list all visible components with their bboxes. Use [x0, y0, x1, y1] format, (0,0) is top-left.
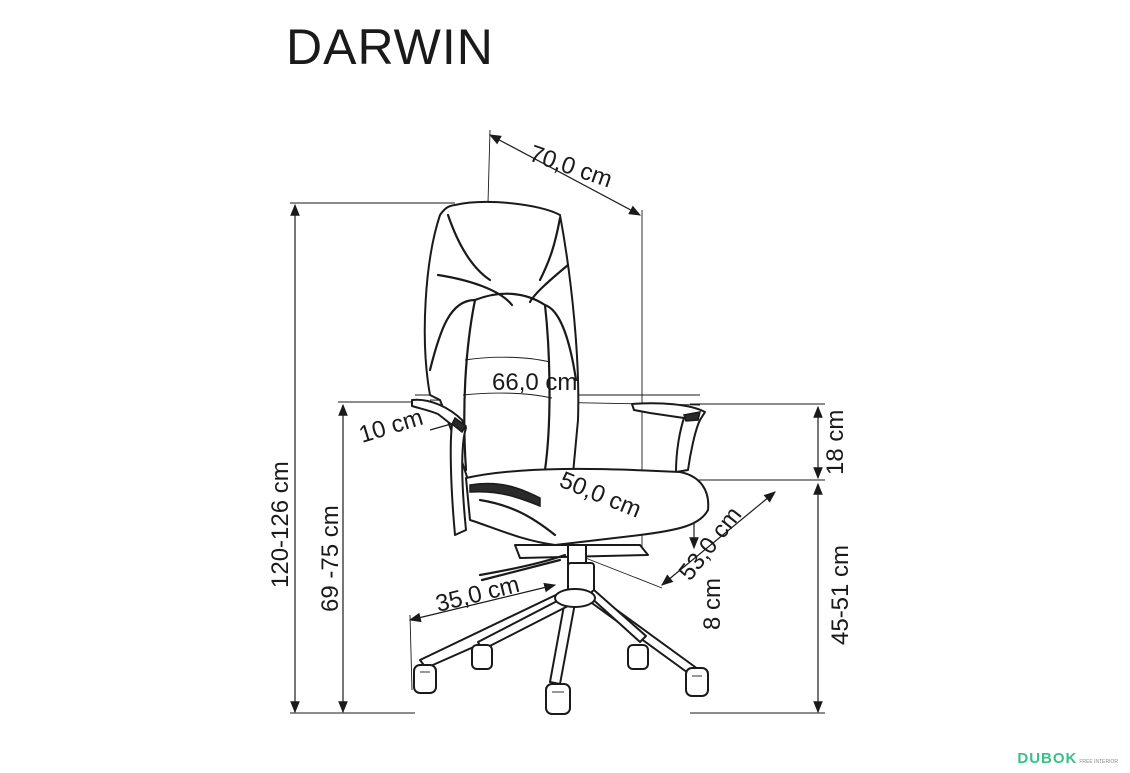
seat-thickness-label: 8 cm [699, 578, 726, 630]
total-height-dimension [290, 202, 455, 714]
caster-front-left [413, 664, 437, 694]
arm-height-label: 69 -75 cm [317, 505, 344, 612]
caster-front-right [685, 667, 709, 697]
seat-height-dimension [690, 482, 825, 714]
caster-back-left [471, 644, 493, 670]
base-radius-dimension [408, 582, 557, 691]
seat-width-label: 66,0 cm [492, 369, 577, 396]
base-radius-label: 35,0 cm [433, 571, 522, 618]
depth-label: 70,0 cm [526, 140, 616, 193]
arm-above-seat-dimension [690, 403, 825, 481]
caster-front [545, 683, 571, 715]
seat-height-label: 45-51 cm [827, 545, 854, 645]
total-height-label: 120-126 cm [267, 461, 294, 588]
arm-above-seat-label: 18 cm [822, 410, 849, 475]
product-title: DARWIN [286, 19, 494, 75]
caster-back-right [627, 644, 649, 670]
chair-outline [411, 201, 710, 715]
watermark-brand: DUBOK [1017, 750, 1078, 767]
arm-height-dimension [338, 401, 415, 714]
watermark-tagline: FREE INTERIOR [1079, 759, 1118, 765]
armrest-label: 10 cm [356, 404, 426, 449]
